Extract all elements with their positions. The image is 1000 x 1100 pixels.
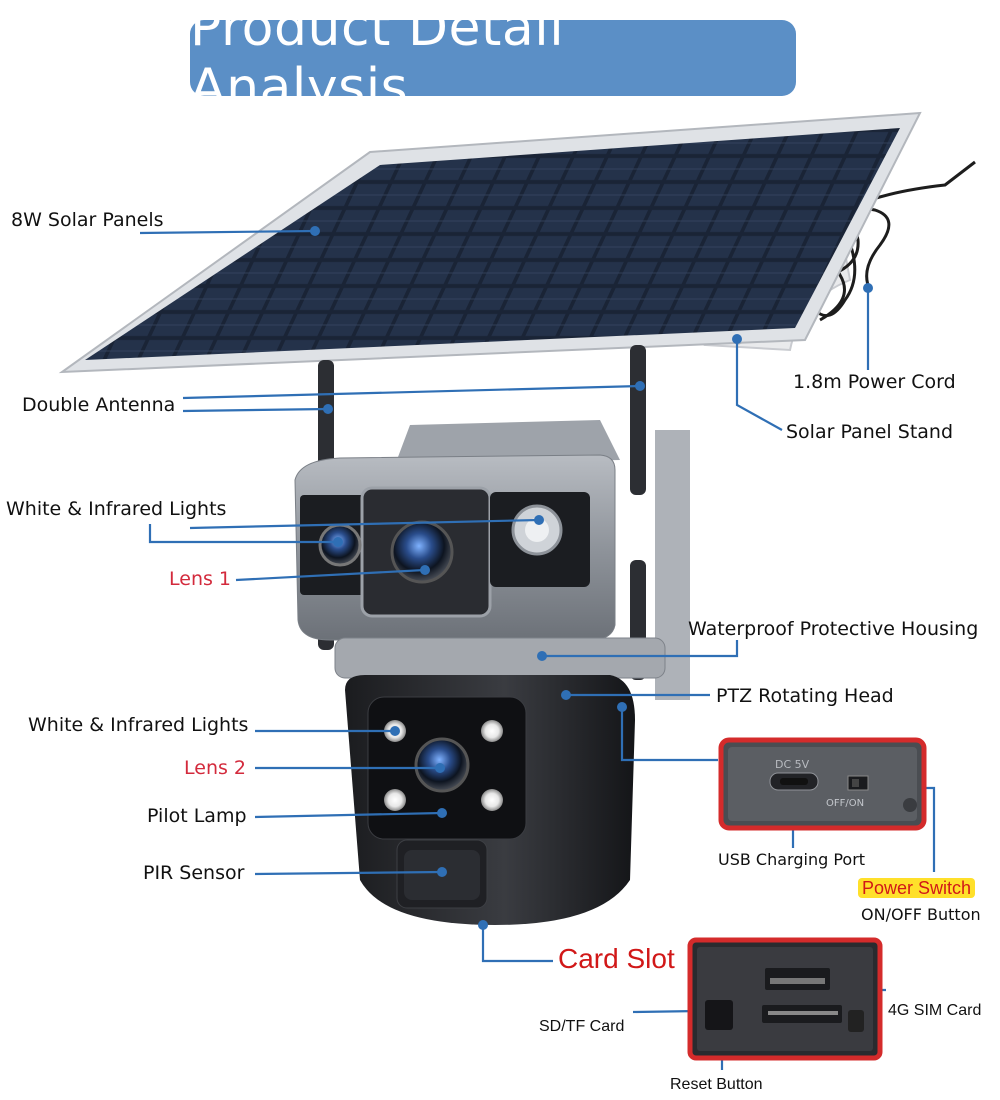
label-waterproof-housing: Waterproof Protective Housing xyxy=(688,618,979,640)
off-on-marking: OFF/ON xyxy=(826,798,864,809)
label-solar-panels: 8W Solar Panels xyxy=(11,209,164,231)
label-power-switch: Power Switch xyxy=(858,878,976,898)
upper-camera-housing xyxy=(294,420,690,700)
lower-camera-body xyxy=(345,675,635,925)
label-lens-1: Lens 1 xyxy=(169,568,232,590)
label-card-slot: Card Slot xyxy=(558,943,675,974)
dc-5v-marking: DC 5V xyxy=(775,758,810,771)
label-lens-2: Lens 2 xyxy=(184,757,247,779)
label-white-infrared-lights-1: White & Infrared Lights xyxy=(6,498,227,520)
label-sd-tf-card: SD/TF Card xyxy=(539,1018,625,1035)
label-ptz-rotating-head: PTZ Rotating Head xyxy=(716,685,894,707)
label-power-cord: 1.8m Power Cord xyxy=(793,371,956,393)
label-reset-button: Reset Button xyxy=(670,1076,763,1093)
label-pilot-lamp: Pilot Lamp xyxy=(147,805,247,827)
label-solar-panel-stand: Solar Panel Stand xyxy=(786,421,954,443)
label-pir-sensor: PIR Sensor xyxy=(143,862,245,884)
label-power-switch-wrap: Power Switch xyxy=(858,876,976,900)
label-double-antenna: Double Antenna xyxy=(22,394,176,416)
page-title: Product Detail Analysis xyxy=(190,0,565,118)
label-usb-charging-port: USB Charging Port xyxy=(718,850,866,869)
solar-panel xyxy=(58,111,922,374)
ports-inset: DC 5V OFF/ON xyxy=(718,737,927,831)
ptz-ring xyxy=(334,637,666,679)
title-banner: Product Detail Analysis xyxy=(190,0,796,118)
label-white-infrared-lights-2: White & Infrared Lights xyxy=(28,714,249,736)
label-on-off-button: ON/OFF Button xyxy=(861,905,981,924)
label-4g-sim-card: 4G SIM Card xyxy=(888,1002,982,1019)
card-slot-inset xyxy=(687,937,883,1061)
